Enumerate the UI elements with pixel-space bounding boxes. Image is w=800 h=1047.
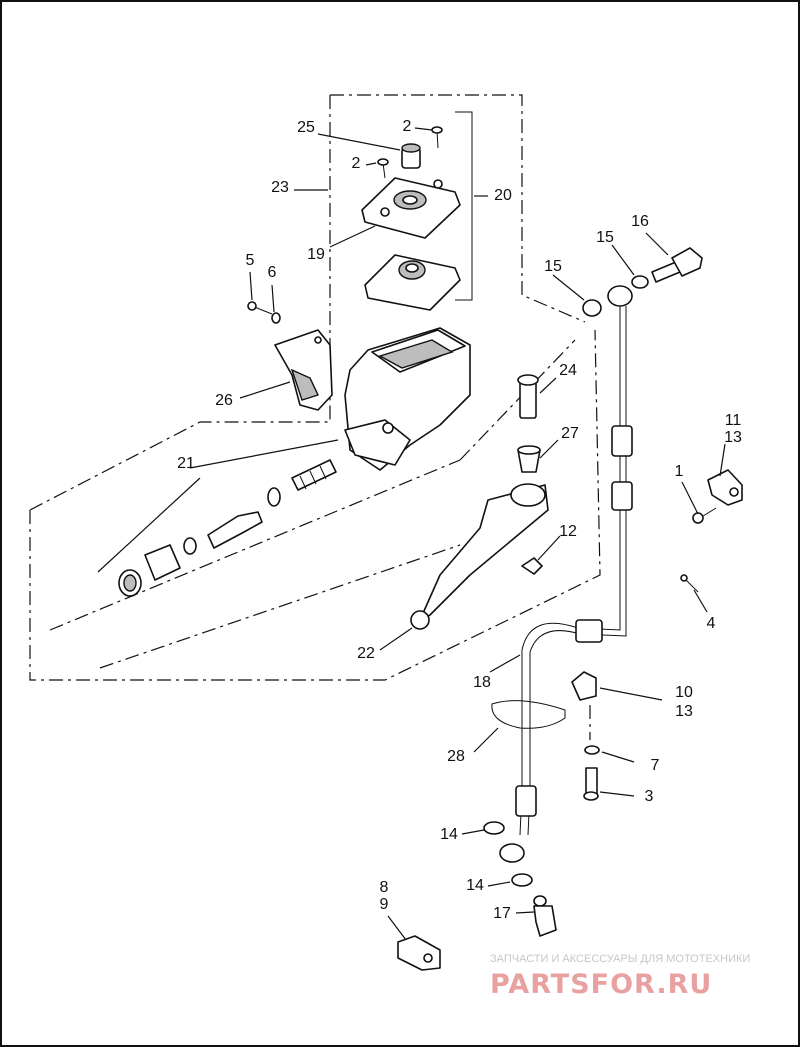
banjo-bolt	[651, 247, 703, 283]
master-cylinder-body	[344, 327, 471, 471]
clamp-screw	[247, 301, 281, 324]
callout-4: 4	[707, 615, 716, 632]
pivot-pin	[517, 374, 539, 419]
washer-7	[584, 745, 600, 755]
callout-13: 13	[675, 703, 693, 720]
callout-5: 5	[246, 252, 255, 269]
callout-1: 1	[675, 463, 684, 480]
callout-12: 12	[559, 523, 577, 540]
callout-8: 8	[380, 879, 389, 896]
callout-24: 24	[559, 362, 577, 379]
callouts: 25 2 2 23 20 19 5 6 26 24 27 21 12 22 16…	[177, 118, 742, 922]
callout-18: 18	[473, 674, 491, 691]
clip-screw-4	[680, 574, 699, 593]
bolt-3	[583, 767, 599, 801]
callout-26: 26	[215, 392, 233, 409]
callout-27: 27	[561, 425, 579, 442]
cable-strap	[491, 700, 566, 729]
callout-16: 16	[631, 213, 649, 230]
leader-lines	[97, 127, 726, 941]
sealing-washer-a	[631, 275, 649, 289]
callout-21: 21	[177, 455, 195, 472]
retaining-clip	[521, 557, 543, 575]
callout-10: 10	[675, 684, 693, 701]
callout-7: 7	[651, 757, 660, 774]
watermark-brand: PARTSFOR.RU	[490, 969, 712, 1000]
callout-23: 23	[271, 179, 289, 196]
callout-15: 15	[544, 258, 562, 275]
watermark-subtitle: ЗАПЧАСТИ И АКСЕССУАРЫ ДЛЯ МОТОТЕХНИКИ	[490, 953, 750, 965]
callout-14: 14	[466, 877, 484, 894]
washer-14a	[483, 821, 505, 835]
callout-14: 14	[440, 826, 458, 843]
callout-15: 15	[596, 229, 614, 246]
line-clip-8-9	[397, 935, 441, 971]
line-clip-upper	[707, 469, 743, 506]
watermark: ЗАПЧАСТИ И АКСЕССУАРЫ ДЛЯ МОТОТЕХНИКИ PA…	[490, 953, 750, 1000]
handlebar-clamp	[274, 329, 333, 411]
sight-glass	[401, 143, 421, 169]
reservoir-diaphragm	[364, 254, 461, 311]
callout-11: 11	[725, 412, 742, 429]
callout-6: 6	[268, 264, 277, 281]
washer-14b	[511, 873, 533, 887]
brake-lever	[410, 483, 549, 630]
cover-screws	[377, 126, 443, 179]
reservoir-cover	[361, 177, 461, 239]
line-clip-lower	[571, 671, 597, 701]
brake-line	[499, 285, 633, 863]
callout-25: 25	[297, 119, 315, 136]
callout-17: 17	[493, 905, 511, 922]
callout-20: 20	[494, 187, 512, 204]
banjo-bolt-17	[533, 895, 557, 937]
callout-13: 13	[724, 429, 742, 446]
assembly-boundaries	[29, 94, 601, 681]
callout-2: 2	[352, 155, 361, 172]
callout-19: 19	[307, 246, 325, 263]
callout-28: 28	[447, 748, 465, 765]
callout-2: 2	[403, 118, 412, 135]
callout-9: 9	[380, 896, 389, 913]
sealing-washer-b	[582, 299, 602, 317]
callout-3: 3	[645, 788, 654, 805]
callout-22: 22	[357, 645, 375, 662]
pivot-bushing	[517, 445, 541, 473]
piston-kit	[118, 459, 337, 597]
